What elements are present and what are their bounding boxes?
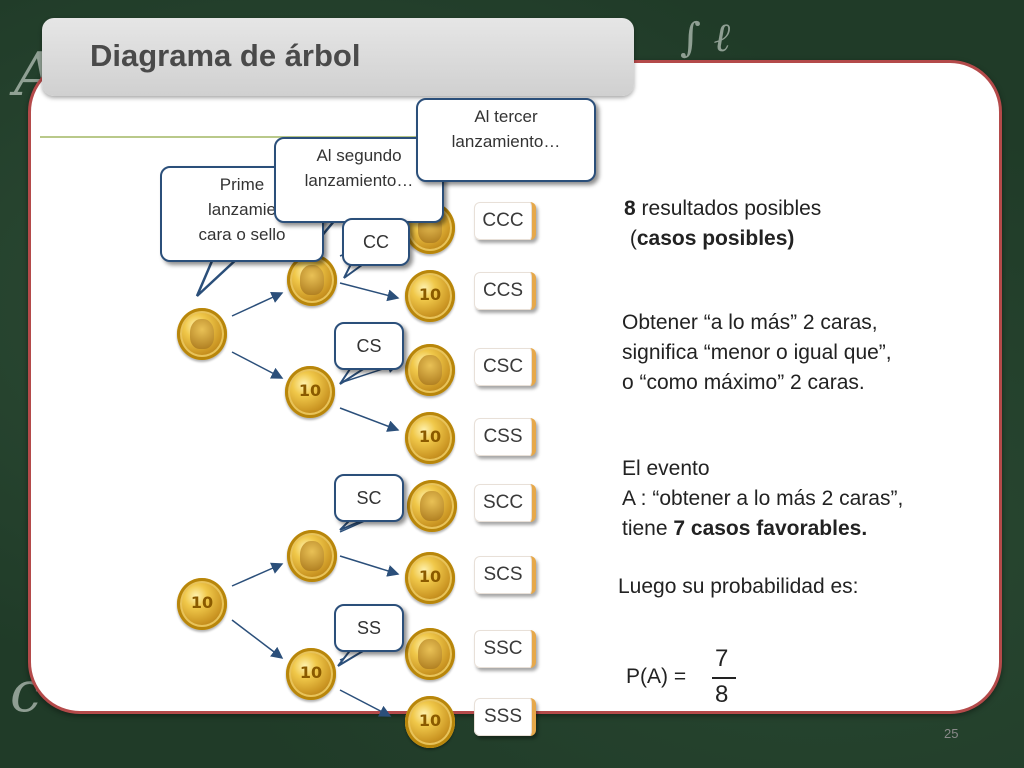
- chalk-scribble: ∫ ℓ: [680, 15, 731, 61]
- arrow-4: [339, 282, 400, 302]
- probability-label: P(A) =: [626, 665, 687, 688]
- event-line: A : “obtener a lo más 2 caras”,: [622, 487, 904, 510]
- page-number: 25: [944, 726, 959, 741]
- bubble-first-line: lanzamie: [207, 200, 277, 219]
- fraction-denominator: 8: [715, 681, 729, 708]
- event-definition: Obtener “a lo más” 2 caras, significa “m…: [622, 308, 892, 398]
- coin-heads-icon: [405, 344, 455, 396]
- outcome-box: CSS: [474, 418, 536, 456]
- coin-heads-icon: [405, 628, 455, 680]
- coin-heads-icon: [177, 308, 227, 360]
- bubble-first-line: cara o sello: [198, 225, 286, 244]
- pair-label-cc: CC: [342, 218, 410, 266]
- results-label: resultados posibles: [635, 197, 822, 220]
- outcome-box: SSS: [474, 698, 536, 736]
- coin-tails-icon: 10: [405, 412, 455, 464]
- bubble-second-line: lanzamiento…: [304, 171, 414, 190]
- pair-label-ss: SS: [334, 604, 404, 652]
- fraction-bar: [712, 677, 736, 679]
- event-def-line: o “como máximo” 2 caras.: [622, 371, 865, 394]
- coin-tails-icon: 10: [405, 696, 455, 748]
- favorable-cases: 7 casos favorables.: [673, 517, 868, 540]
- cases-open: (: [629, 227, 637, 250]
- event-line: El evento: [622, 457, 710, 480]
- results-statement: 8 resultados posibles (casos posibles): [624, 194, 821, 254]
- bubble-third-throw: Al tercer lanzamiento…: [416, 98, 596, 182]
- outcome-box: CCC: [474, 202, 536, 240]
- coin-heads-icon: [287, 530, 337, 582]
- coin-tails-icon: 10: [286, 648, 336, 700]
- event-line-prefix: tiene: [622, 517, 674, 540]
- fraction-numerator: 7: [715, 645, 729, 672]
- arrow-7: [231, 562, 284, 587]
- outcome-box: SCC: [474, 484, 536, 522]
- coin-tails-icon: 10: [405, 270, 455, 322]
- results-count: 8: [624, 197, 636, 220]
- bubble-first-line: Prime: [219, 175, 265, 194]
- cases-bold: casos posibles): [636, 227, 795, 250]
- pair-label-sc: SC: [334, 474, 404, 522]
- coin-tails-icon: 10: [405, 552, 455, 604]
- bubble-second-line: Al segundo: [316, 146, 402, 165]
- title-bar: Diagrama de árbol: [42, 18, 634, 96]
- coin-tails-icon: 10: [177, 578, 227, 630]
- arrow-6: [339, 407, 400, 432]
- arrow-1: [231, 291, 284, 317]
- outcome-box: CSC: [474, 348, 536, 386]
- probability-intro: Luego su probabilidad es:: [618, 575, 859, 598]
- page-title: Diagrama de árbol: [90, 38, 361, 73]
- arrow-8: [231, 619, 284, 659]
- event-statement: El evento A : “obtener a lo más 2 caras”…: [622, 454, 903, 544]
- coin-heads-icon: [287, 254, 337, 306]
- coin-tails-icon: 10: [285, 366, 335, 418]
- event-def-line: significa “menor o igual que”,: [622, 341, 892, 364]
- event-def-line: Obtener “a lo más” 2 caras,: [622, 311, 878, 334]
- bubble-third-line: lanzamiento…: [451, 132, 561, 151]
- arrow-12: [339, 689, 392, 717]
- outcome-box: CCS: [474, 272, 536, 310]
- coin-heads-icon: [407, 480, 457, 532]
- outcome-box: SSC: [474, 630, 536, 668]
- bubble-second-throw: Al segundo lanzamiento…: [274, 137, 444, 223]
- bubble-third-line: Al tercer: [474, 107, 538, 126]
- arrow-2: [231, 351, 284, 379]
- outcome-box: SCS: [474, 556, 536, 594]
- arrow-10: [339, 555, 400, 577]
- pair-label-cs: CS: [334, 322, 404, 370]
